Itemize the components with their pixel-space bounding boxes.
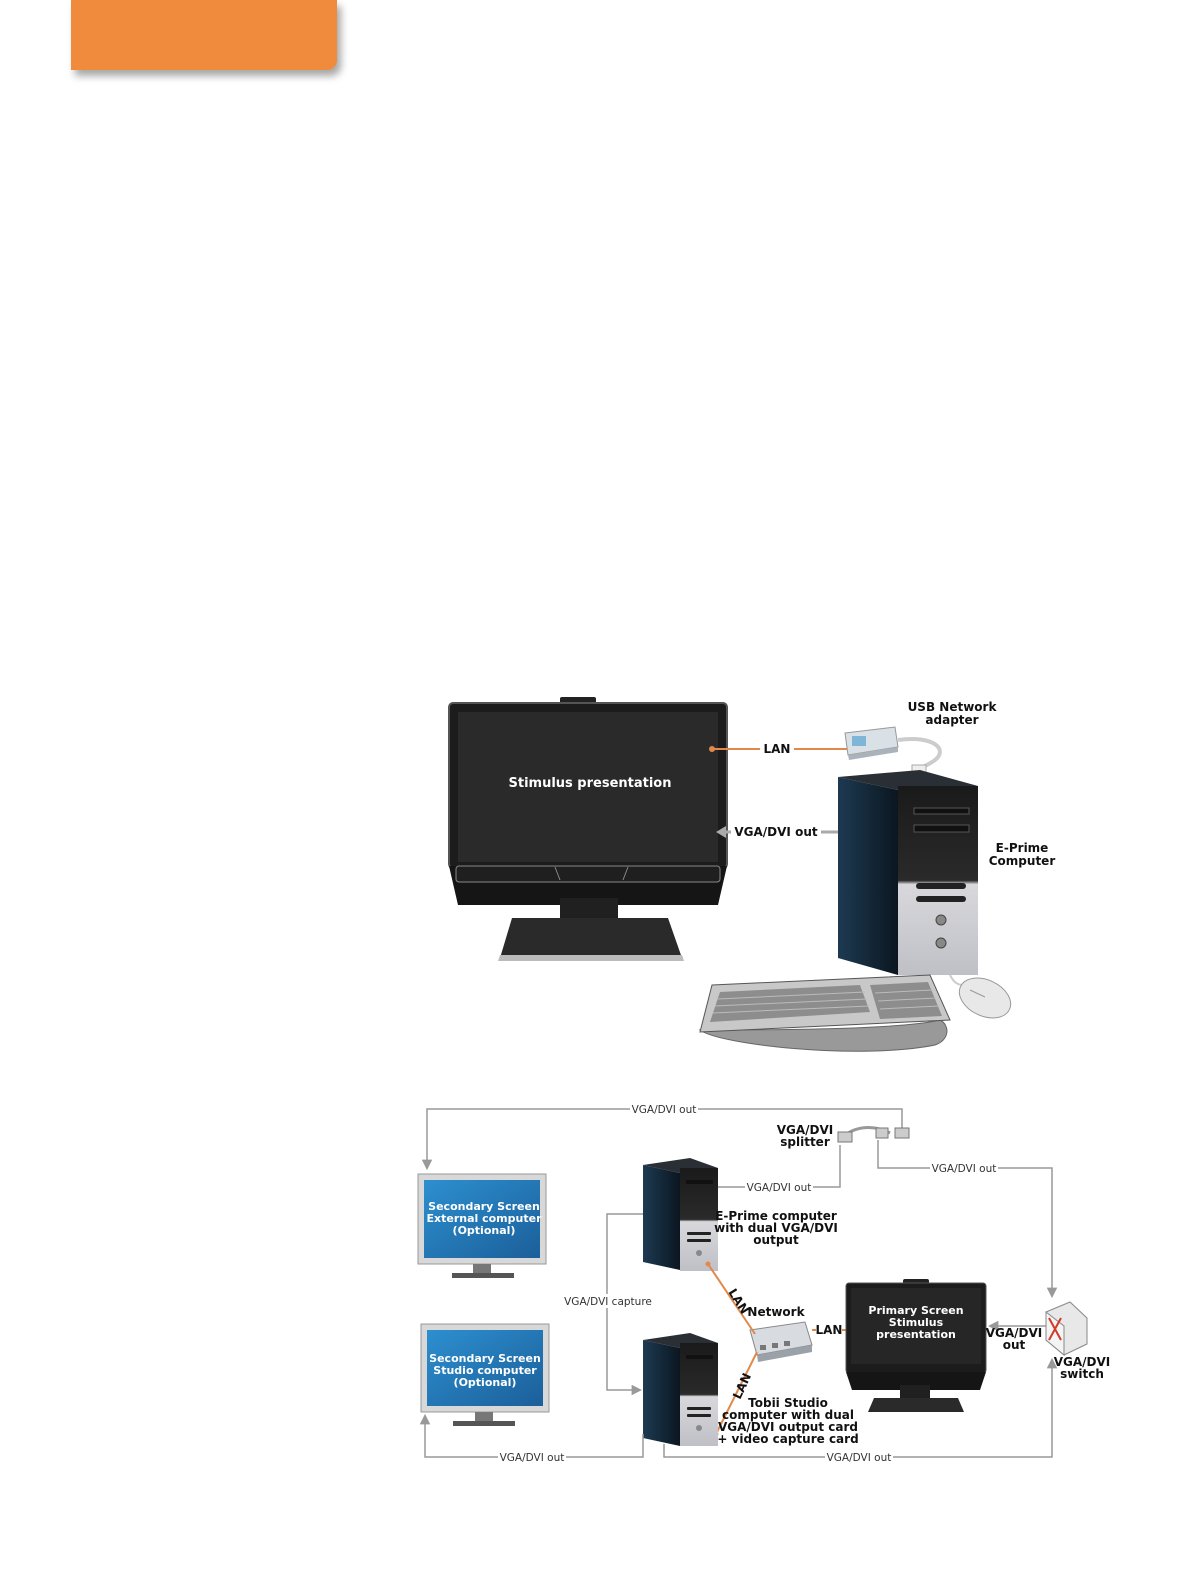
- top-vga-cable: [421, 1108, 903, 1171]
- primary-label-2: Stimulus: [889, 1316, 944, 1329]
- monitor-icon: [448, 697, 728, 961]
- lan-cable-lower: [715, 1351, 758, 1435]
- sec-studio-label-2: Studio computer: [433, 1364, 537, 1377]
- usb-network-adapter-icon: [844, 726, 942, 775]
- eprime-out-label: VGA/DVI out: [747, 1182, 812, 1194]
- lan-cable-upper: [707, 1263, 756, 1335]
- tobii-label-2: computer with dual: [722, 1408, 854, 1422]
- switch-label-1: VGA/DVI: [1054, 1355, 1111, 1369]
- tobii-label-3: VGA/DVI output card: [718, 1420, 858, 1434]
- splitter-label-1: VGA/DVI: [777, 1123, 834, 1137]
- mouse-icon: [949, 974, 1012, 1019]
- diagram-2: VGA/DVI out VGA/DVI splitter VGA/DVI out…: [417, 1102, 1111, 1464]
- secondary-external-monitor-icon: [417, 1173, 547, 1278]
- eprime-computer-icon: [643, 1158, 718, 1271]
- primary-out-label-1: VGA/DVI: [986, 1326, 1043, 1340]
- bottom-right-out-label: VGA/DVI out: [827, 1452, 892, 1464]
- secondary-studio-monitor-icon: [420, 1323, 550, 1426]
- eprime-label-1: E-Prime: [996, 841, 1049, 855]
- stimulus-label: Stimulus presentation: [509, 776, 672, 791]
- sec-external-label-3: (Optional): [453, 1224, 516, 1237]
- sec-external-label-1: Secondary Screen: [428, 1200, 540, 1213]
- bottom-left-out-label: VGA/DVI out: [500, 1452, 565, 1464]
- tobii-studio-computer-icon: [643, 1333, 718, 1446]
- tobii-label-4: + video capture card: [717, 1432, 858, 1446]
- lan-label: LAN: [764, 742, 791, 756]
- sec-studio-label-3: (Optional): [454, 1376, 517, 1389]
- eprime-label-3: output: [753, 1233, 799, 1247]
- usb-adapter-label-2: adapter: [925, 713, 978, 727]
- primary-label-1: Primary Screen: [868, 1304, 963, 1317]
- right-out-label: VGA/DVI out: [932, 1163, 997, 1175]
- vga-out-label: VGA/DVI out: [734, 825, 817, 839]
- sec-studio-label-1: Secondary Screen: [429, 1352, 541, 1365]
- sec-external-label-2: External computer: [427, 1212, 543, 1225]
- eprime-label-2: with dual VGA/DVI: [714, 1221, 838, 1235]
- section-tab: [71, 0, 337, 70]
- tobii-label-1: Tobii Studio: [748, 1396, 828, 1410]
- lan-right-label: LAN: [816, 1323, 843, 1337]
- eprime-computer-icon: [838, 770, 978, 975]
- top-out-label: VGA/DVI out: [632, 1104, 697, 1116]
- splitter-label-2: splitter: [780, 1135, 830, 1149]
- vga-splitter-icon: [837, 1126, 910, 1143]
- eprime-label-2: Computer: [989, 854, 1056, 868]
- switch-label-2: switch: [1060, 1367, 1104, 1381]
- diagram-1: Stimulus presentation LAN USB Network ad…: [448, 697, 1056, 1052]
- capture-label: VGA/DVI capture: [564, 1296, 652, 1308]
- primary-label-3: presentation: [876, 1328, 956, 1341]
- vga-switch-icon: [1045, 1301, 1088, 1357]
- primary-out-label-2: out: [1003, 1338, 1026, 1352]
- network-label: Network: [747, 1305, 805, 1319]
- primary-screen-monitor-icon: [845, 1279, 987, 1412]
- usb-adapter-label-1: USB Network: [908, 700, 998, 714]
- eprime-label-1: E-Prime computer: [715, 1209, 837, 1223]
- keyboard-icon: [698, 974, 951, 1052]
- network-hub-icon: [749, 1321, 813, 1362]
